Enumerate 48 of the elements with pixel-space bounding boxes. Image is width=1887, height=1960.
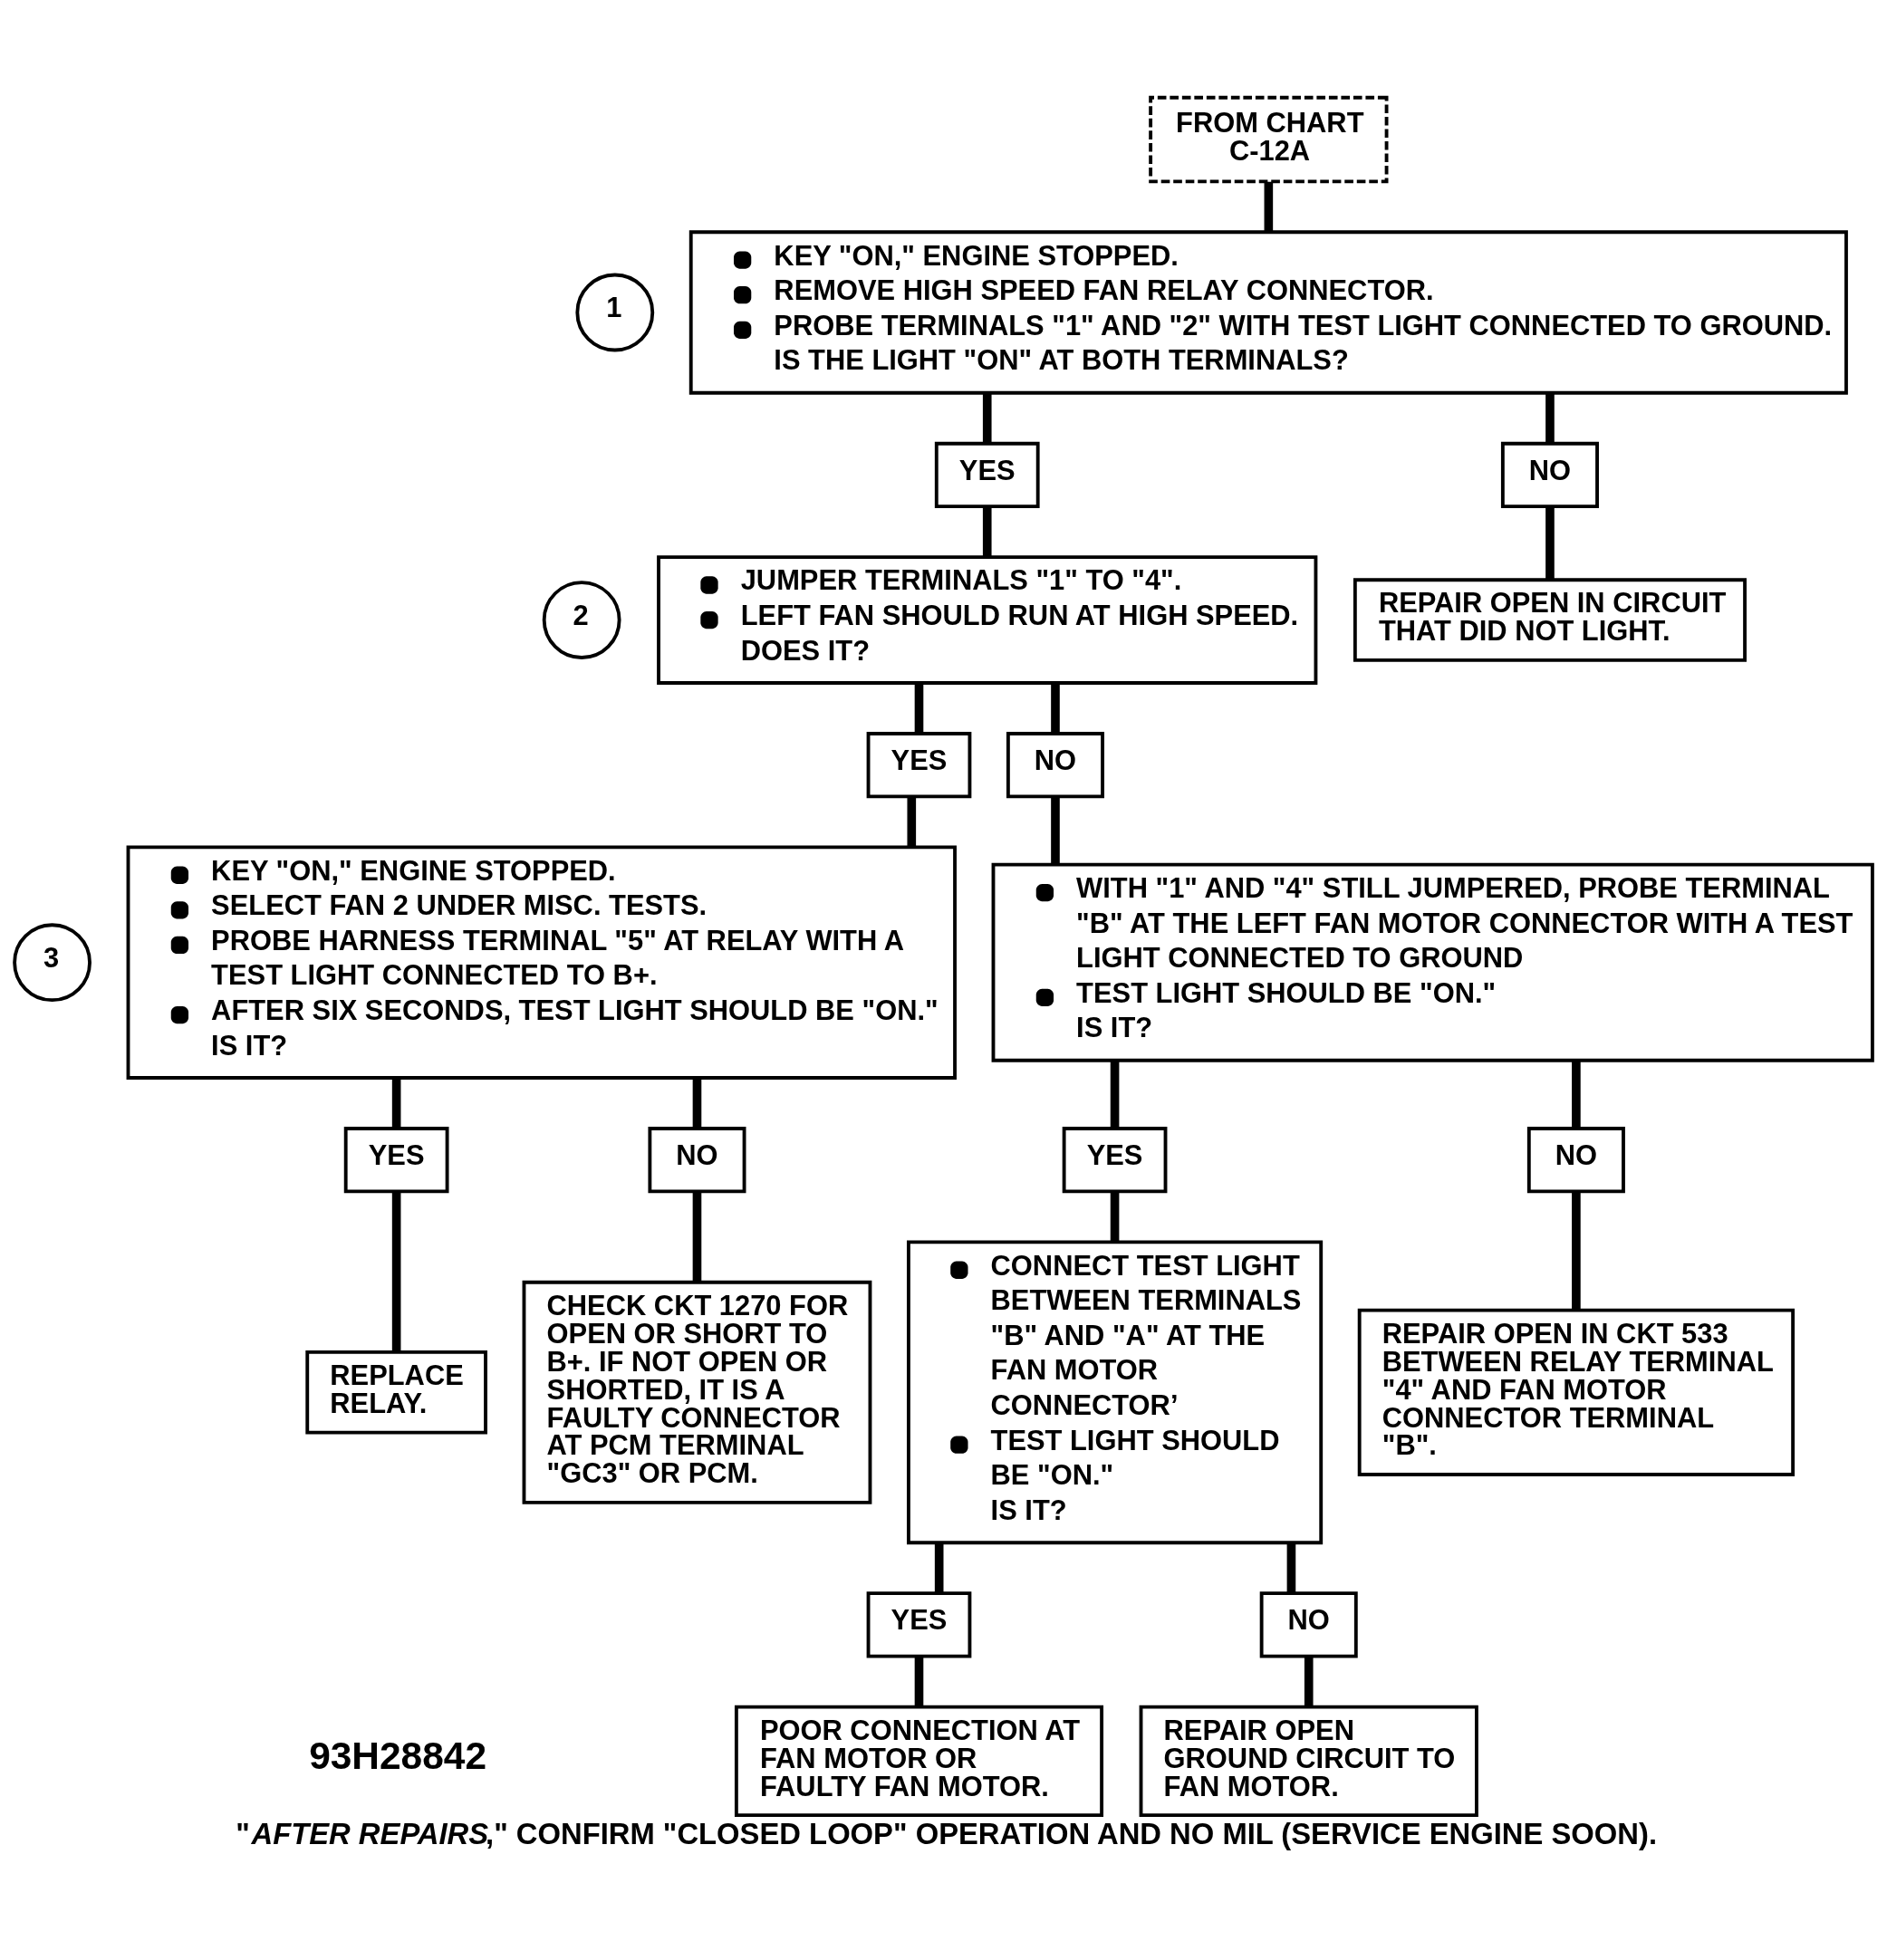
node-box: YES (1062, 1127, 1168, 1194)
connector (1572, 1191, 1581, 1311)
node-box: CONNECT TEST LIGHT BETWEEN TERMINALS "B" AND "A" AT THE FAN MOTOR CONNECTOR’ TEST LIGHT SHOULD BE "ON." IS IT? (907, 1240, 1324, 1545)
connector (914, 1656, 924, 1707)
node-box: NO (1500, 441, 1599, 509)
node-circle: 3 (13, 923, 91, 1003)
label: 93H28842 (309, 1734, 487, 1778)
connector (1051, 683, 1060, 734)
connector (391, 1078, 401, 1129)
connector (914, 683, 924, 734)
node-box: NO (648, 1127, 746, 1194)
node-box: YES (343, 1127, 449, 1194)
connector (1051, 796, 1060, 865)
connector (1286, 1542, 1296, 1593)
node-box: NO (1526, 1127, 1625, 1194)
connector (391, 1191, 401, 1352)
connector (907, 796, 917, 848)
caption: "AFTER REPAIRS," CONFIRM "CLOSED LOOP" OPERATION AND NO MIL (SERVICE ENGINE SOON). (236, 1817, 1658, 1851)
node-box: JUMPER TERMINALS "1" TO "4". LEFT FAN SHOULD RUN AT HIGH SPEED. DOES IT? (657, 555, 1318, 685)
connector (934, 1542, 944, 1593)
node-box: YES (866, 732, 972, 799)
connector (1110, 1061, 1120, 1129)
node-circle: 1 (575, 273, 655, 352)
node-box: FROM CHART C-12A (1149, 95, 1389, 184)
node-box: NO (1259, 1591, 1358, 1658)
node-box: REPAIR OPEN GROUND CIRCUIT TO FAN MOTOR. (1139, 1705, 1478, 1818)
node-box: CHECK CKT 1270 FOR OPEN OR SHORT TO B+. IF NOT OPEN OR SHORTED, IT IS A FAULTY CONNECTOR AT PCM TERMINAL "GC3" OR PCM. (522, 1280, 872, 1504)
node-circle: 2 (542, 581, 621, 659)
node-box: POOR CONNECTION AT FAN MOTOR OR FAULTY FAN MOTOR. (734, 1705, 1104, 1818)
node-box: WITH "1" AND "4" STILL JUMPERED, PROBE TERMINAL "B" AT THE LEFT FAN MOTOR CONNECTOR WITH A TEST LIGHT CONNECTED TO GROUND TEST LIGHT SHOULD BE "ON." IS IT? (991, 862, 1874, 1062)
node-box: NO (1006, 732, 1104, 799)
connector (1304, 1656, 1314, 1707)
connector (1264, 181, 1274, 233)
node-box: YES (866, 1591, 972, 1658)
connector (1110, 1191, 1120, 1243)
node-box: REPAIR OPEN IN CIRCUIT THAT DID NOT LIGHT. (1353, 578, 1747, 662)
connector (982, 393, 992, 444)
connector (982, 506, 992, 557)
connector (1572, 1061, 1581, 1129)
connector (1545, 393, 1555, 444)
connector (1545, 506, 1555, 581)
node-box: YES (934, 441, 1040, 509)
connector (692, 1078, 702, 1129)
node-box: KEY "ON," ENGINE STOPPED. SELECT FAN 2 UNDER MISC. TESTS. PROBE HARNESS TERMINAL "5" AT RELAY WITH A TEST LIGHT CONNECTED TO B+. AFTER SIX SECONDS, TEST LIGHT SHOULD BE "ON." IS IT? (126, 845, 957, 1080)
node-box: REPLACE RELAY. (305, 1350, 487, 1435)
connector (692, 1191, 702, 1283)
node-box: REPAIR OPEN IN CKT 533 BETWEEN RELAY TERMINAL "4" AND FAN MOTOR CONNECTOR TERMINAL "B". (1357, 1308, 1796, 1476)
node-box: KEY "ON," ENGINE STOPPED. REMOVE HIGH SPEED FAN RELAY CONNECTOR. PROBE TERMINALS "1" AND "2" WITH TEST LIGHT CONNECTED TO GROUND. IS THE LIGHT "ON" AT BOTH TERMINALS? (688, 230, 1848, 395)
